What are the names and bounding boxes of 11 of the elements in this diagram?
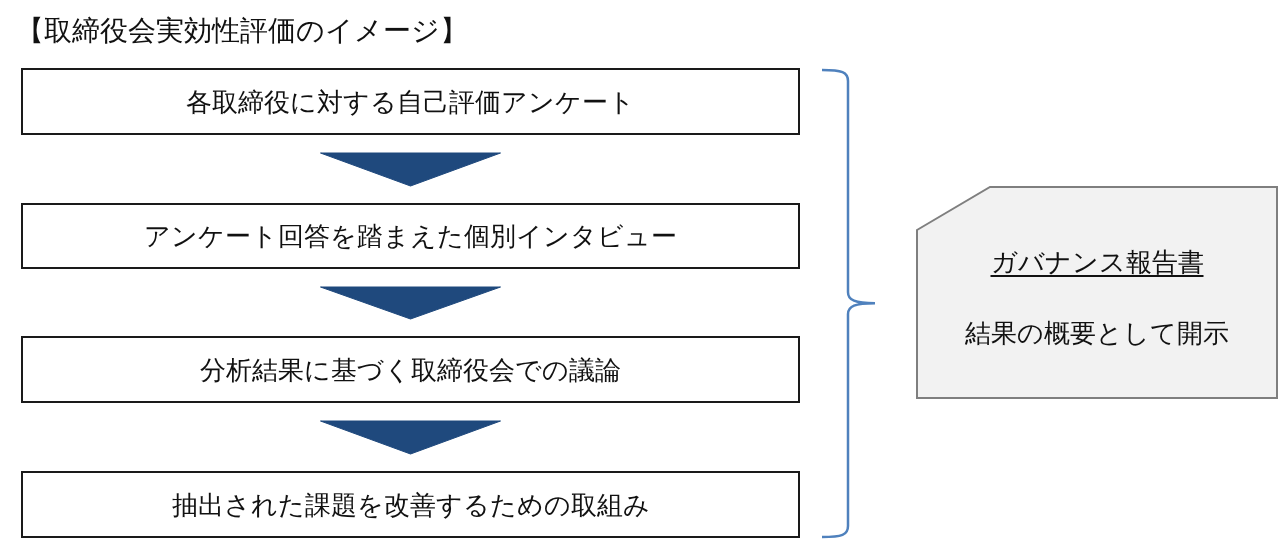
- diagram-title: 【取締役会実効性評価のイメージ】: [16, 13, 468, 49]
- process-box: 分析結果に基づく取締役会での議論: [21, 336, 800, 403]
- arrow: [320, 286, 501, 320]
- process-box: 各取締役に対する自己評価アンケート: [21, 68, 800, 135]
- document-heading: ガバナンス報告書: [990, 247, 1204, 277]
- document-text: 結果の概要として開示: [965, 318, 1229, 348]
- arrow: [320, 420, 501, 455]
- process-box: 抽出された課題を改善するための取組み: [21, 471, 800, 538]
- process-box: アンケート回答を踏まえた個別インタビュー: [21, 203, 800, 269]
- document-shape: [916, 186, 1278, 399]
- arrow: [320, 152, 501, 187]
